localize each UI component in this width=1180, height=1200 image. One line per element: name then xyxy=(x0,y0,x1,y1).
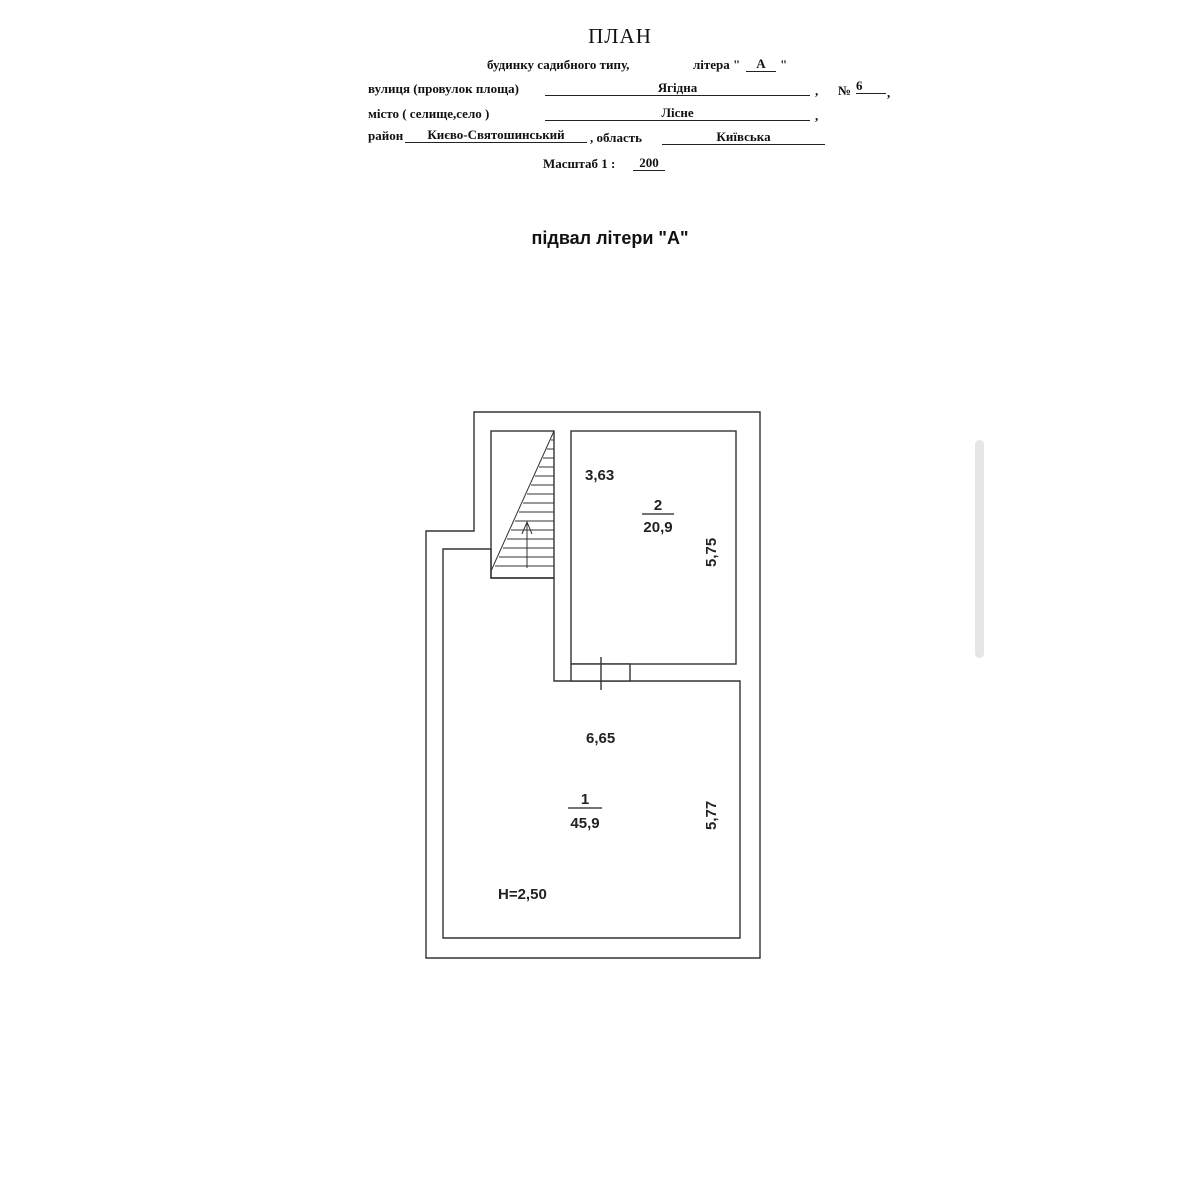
litera-close-quote: " xyxy=(780,57,788,72)
house-number-field: 6 xyxy=(856,78,886,94)
oblast-label: , область xyxy=(590,130,642,145)
vertical-scrollbar[interactable] xyxy=(975,440,984,658)
scale-label: Масштаб 1 : xyxy=(543,156,616,171)
city-field: Лісне xyxy=(545,105,810,121)
stairs xyxy=(490,430,555,572)
room-2-outline xyxy=(570,430,737,665)
room-1-number: 1 xyxy=(581,791,589,808)
plan-title: ПЛАН xyxy=(588,24,652,48)
building-type-label: будинку садибного типу, xyxy=(487,57,630,72)
room-2-width: 3,63 xyxy=(585,467,614,484)
district-label: район xyxy=(368,128,404,143)
litera-field: А xyxy=(746,56,776,72)
city-label: місто ( селище,село ) xyxy=(368,106,490,121)
city-comma: , xyxy=(815,108,819,123)
litera-label: літера " xyxy=(693,57,741,72)
room-2-number: 2 xyxy=(654,497,662,514)
room-1-area: 45,9 xyxy=(570,815,599,832)
outer-wall xyxy=(425,411,761,959)
street-field: Ягідна xyxy=(545,80,810,96)
house-number-label: № xyxy=(838,83,852,98)
room-1-outline xyxy=(442,548,741,939)
plan-subtitle: підвал літери "А" xyxy=(531,228,689,248)
oblast-field: Київська xyxy=(662,129,825,145)
scale-field: 200 xyxy=(633,155,665,171)
room-2-area: 20,9 xyxy=(643,519,672,536)
house-number-comma: , xyxy=(887,85,891,100)
district-field: Києво-Святошинський xyxy=(405,127,587,143)
room-1-length: 5,77 xyxy=(703,801,720,830)
room-1-width: 6,65 xyxy=(586,730,615,747)
street-label: вулиця (провулок площа) xyxy=(368,81,519,96)
stair-arrow-icon xyxy=(521,520,533,568)
room-2-length: 5,75 xyxy=(703,538,720,567)
ceiling-height: Н=2,50 xyxy=(498,886,547,903)
street-comma: , xyxy=(815,83,819,98)
